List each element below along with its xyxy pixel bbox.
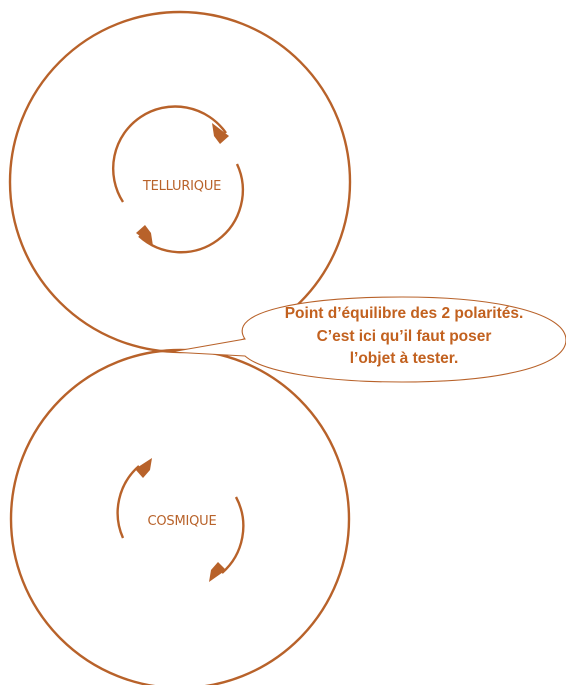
cosmic-arc-top: [116, 465, 140, 539]
cosmic-arc-bottom: [221, 496, 245, 574]
callout-line-1: Point d’équilibre des 2 polarités.: [285, 305, 524, 322]
cosmic-label: COSMIQUE: [148, 514, 217, 529]
cosmic-arrow-bottom-icon: [209, 562, 226, 582]
cosmic-circle-group: COSMIQUE: [9, 348, 351, 685]
telluric-arc-bottom: [138, 163, 245, 254]
telluric-arrow-bottom-icon: [136, 225, 153, 246]
telluric-circle-group: TELLURIQUE: [8, 10, 352, 354]
telluric-arrow-top-icon: [212, 123, 229, 144]
telluric-arc-top: [112, 105, 227, 203]
callout-line-3: l’objet à tester.: [350, 350, 459, 367]
cosmic-arrow-top-icon: [135, 458, 152, 478]
equilibrium-callout: Point d’équilibre des 2 polarités. C’est…: [170, 296, 566, 383]
callout-line-2: C’est ici qu’il faut poser: [317, 328, 492, 345]
telluric-label: TELLURIQUE: [142, 179, 221, 194]
